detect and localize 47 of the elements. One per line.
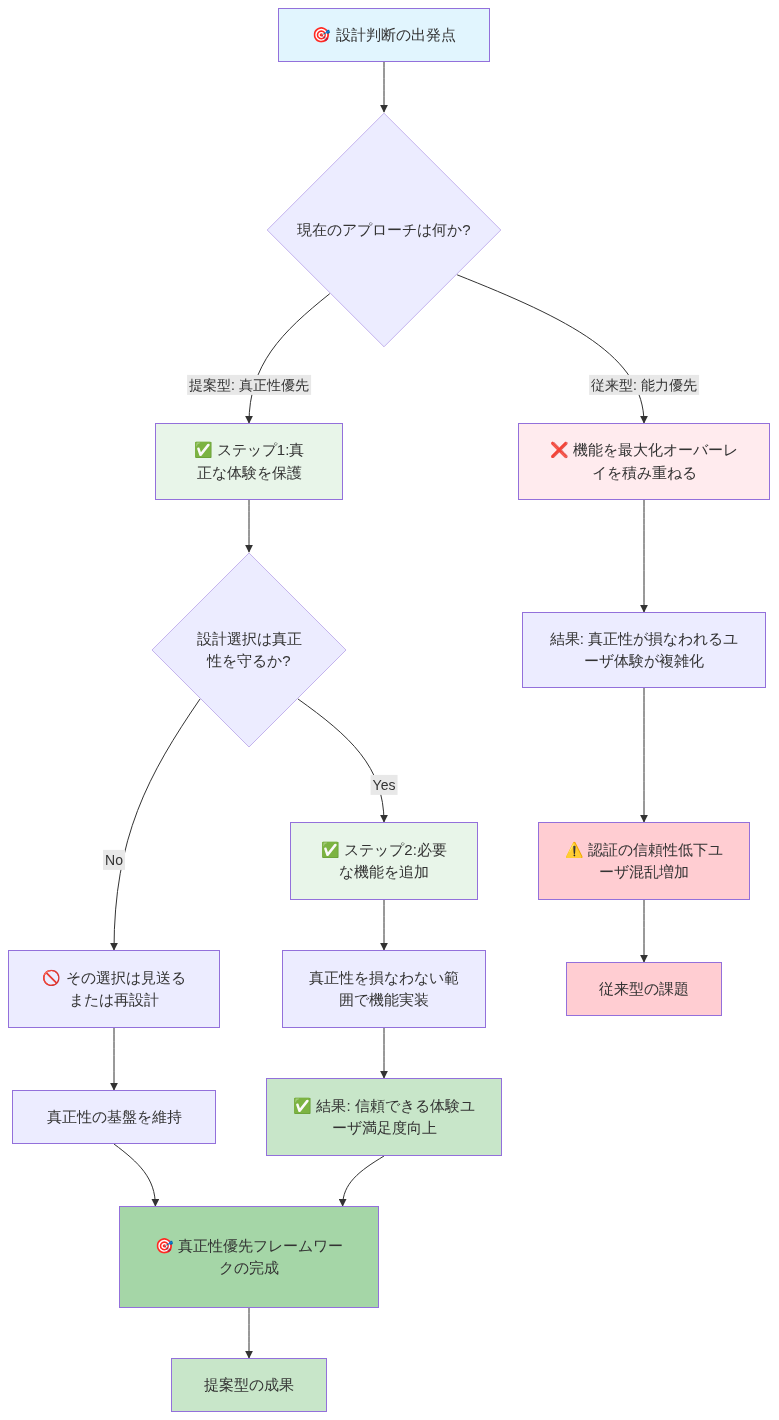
process-box (518, 423, 770, 500)
node-label: 設計選択は真正性を守るか? (195, 628, 303, 671)
arrow (380, 61, 388, 113)
process-box (538, 822, 750, 900)
node-label: 真正性の基盤を維持 (46, 1106, 182, 1127)
arrow (245, 1307, 253, 1359)
node-label: 結果: 真正性が損なわれるユーザ体験が複雑化 (548, 628, 740, 671)
arrow (640, 899, 648, 963)
process-box (566, 962, 722, 1016)
node-label: 現在のアプローチは何か? (297, 219, 471, 240)
edge-label: No (103, 849, 125, 871)
process-box (155, 423, 343, 500)
edge-label: 従来型: 能力優先 (589, 374, 699, 396)
arrow (110, 698, 201, 951)
process-box (119, 1206, 379, 1308)
edge-label: 提案型: 真正性優先 (187, 374, 311, 396)
arrow (113, 1143, 160, 1207)
process-box (171, 1358, 327, 1412)
process-box (522, 612, 766, 688)
node-label: ✅ ステップ1:真正な体験を保護 (192, 440, 306, 483)
decision-diamond (151, 552, 347, 748)
node-label: 🚫 その選択は見送るまたは再設計 (41, 967, 187, 1010)
process-box (12, 1090, 216, 1144)
arrow (640, 687, 648, 823)
node-label: ✅ ステップ2:必要な機能を追加 (320, 839, 448, 882)
arrow (339, 1155, 385, 1207)
arrow (380, 1027, 388, 1079)
node-label: ✅ 結果: 信頼できる体験ユーザ満足度向上 (292, 1095, 476, 1138)
arrow (110, 1027, 118, 1091)
process-box (266, 1078, 502, 1156)
node-label: 真正性を損なわない範囲で機能実装 (309, 967, 459, 1010)
node-label: ❌ 機能を最大化オーバーレイを積み重ねる (548, 440, 740, 483)
arrow (245, 499, 253, 553)
node-label: 提案型の成果 (204, 1374, 294, 1395)
arrow (456, 274, 648, 424)
process-box (282, 950, 486, 1028)
node-label: ⚠ 認証の信頼性低下ユーザ混乱増加 (564, 839, 724, 882)
arrow (380, 899, 388, 951)
process-box (8, 950, 220, 1028)
node-label: 🎯 真正性優先フレームワークの完成 (154, 1235, 344, 1278)
decision-diamond (266, 112, 502, 348)
node-label: 🎯 設計判断の出発点 (312, 24, 456, 45)
process-box (290, 822, 478, 900)
arrow (640, 499, 648, 613)
process-box (278, 8, 490, 62)
edge-label: Yes (370, 774, 398, 796)
node-label: 従来型の課題 (599, 978, 689, 999)
